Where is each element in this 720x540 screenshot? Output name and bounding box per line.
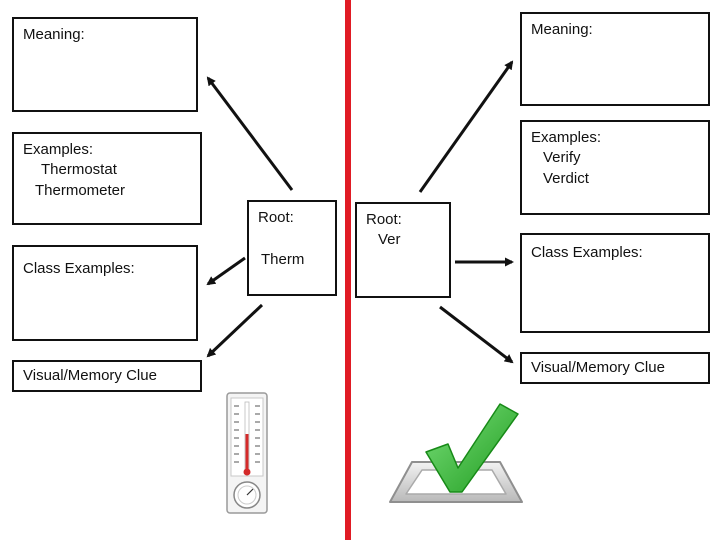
left-example-1: Thermostat <box>41 161 117 179</box>
left-root-value: Therm <box>261 251 305 269</box>
left-visual-clue-label: Visual/Memory Clue <box>23 367 157 384</box>
arrow-left-to-visual-clue <box>206 303 264 358</box>
left-example-2: Thermometer <box>35 181 126 199</box>
left-root-label: Root: <box>258 209 294 226</box>
red-divider-line <box>345 0 351 540</box>
right-meaning-label: Meaning: <box>531 21 593 38</box>
left-examples-label: Examples: <box>23 141 94 158</box>
left-visual-clue-box: Visual/Memory Clue <box>12 360 202 392</box>
right-meaning-box: Meaning: <box>520 12 710 106</box>
right-visual-clue-label: Visual/Memory Clue <box>531 359 665 376</box>
arrow-left-to-meaning <box>206 76 294 191</box>
right-class-examples-box: Class Examples: <box>520 233 710 333</box>
arrow-left-to-class-examples <box>206 256 246 286</box>
thermometer-icon <box>226 392 268 514</box>
left-meaning-label: Meaning: <box>23 26 85 43</box>
left-meaning-box: Meaning: <box>12 17 198 112</box>
right-examples-label: Examples: <box>531 129 602 146</box>
left-root-box: Root: Therm <box>247 200 337 296</box>
left-class-examples-label: Class Examples: <box>23 260 135 277</box>
left-class-examples-box: Class Examples: <box>12 245 198 341</box>
left-examples-box: Examples: Thermostat Thermometer <box>12 132 202 225</box>
arrow-right-to-meaning <box>418 60 514 193</box>
right-class-examples-label: Class Examples: <box>531 244 643 261</box>
right-examples-box: Examples: Verify Verdict <box>520 120 710 215</box>
right-visual-clue-box: Visual/Memory Clue <box>520 352 710 384</box>
right-example-1: Verify <box>543 149 581 167</box>
checkmark-icon <box>389 403 523 503</box>
right-example-2: Verdict <box>543 169 589 187</box>
right-root-value: Ver <box>378 231 401 249</box>
right-root-label: Root: <box>366 211 402 228</box>
arrow-right-to-visual-clue <box>439 305 514 364</box>
right-root-box: Root: Ver <box>355 202 451 298</box>
